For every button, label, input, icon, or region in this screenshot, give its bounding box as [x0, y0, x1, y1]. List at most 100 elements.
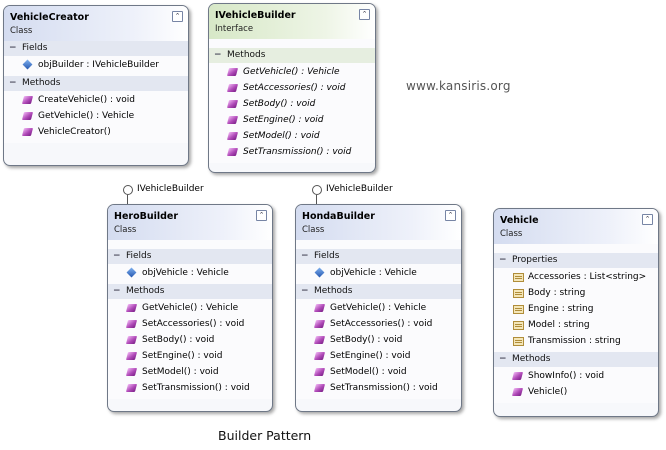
method-item[interactable]: SetAccessories() : void	[296, 316, 461, 332]
method-icon	[313, 336, 326, 344]
property-item[interactable]: Transmission : string	[494, 333, 658, 349]
property-icon	[513, 289, 524, 298]
field-item[interactable]: objVehicle : Vehicle	[296, 265, 461, 281]
collapse-icon[interactable]: ⌃	[256, 210, 267, 221]
methods-header[interactable]: − Methods	[108, 284, 272, 299]
ivehicle-builder-interface[interactable]: IVehicleBuilder Interface ⌃ − Methods Ge…	[208, 3, 376, 173]
collapse-icon[interactable]: ⌃	[172, 11, 183, 22]
method-icon	[226, 132, 239, 140]
fields-header[interactable]: − Fields	[296, 249, 461, 264]
interface-lollipop-icon	[123, 185, 133, 195]
collapse-icon[interactable]: ⌃	[445, 210, 456, 221]
method-item[interactable]: CreateVehicle() : void	[4, 92, 188, 108]
method-item[interactable]: Vehicle()	[494, 384, 658, 400]
method-icon	[21, 96, 34, 104]
class-name: IVehicleBuilder	[215, 10, 296, 21]
method-item[interactable]: SetModel() : void	[209, 128, 375, 144]
method-item[interactable]: SetAccessories() : void	[209, 80, 375, 96]
method-item[interactable]: GetVehicle() : Vehicle	[4, 108, 188, 124]
method-item[interactable]: SetBody() : void	[108, 332, 272, 348]
methods-section: − Methods GetVehicle() : Vehicle SetAcce…	[108, 284, 272, 399]
collapse-section-icon[interactable]: −	[9, 78, 17, 88]
method-item[interactable]: ShowInfo() : void	[494, 368, 658, 384]
honda-builder-class[interactable]: HondaBuilder Class ⌃ − Fields objVehicle…	[295, 204, 462, 412]
method-item[interactable]: SetBody() : void	[209, 96, 375, 112]
vehicle-class[interactable]: Vehicle Class ⌃ − Properties Accessories…	[493, 208, 659, 417]
method-icon	[511, 388, 524, 396]
fields-label: Fields	[22, 43, 48, 53]
method-item[interactable]: GetVehicle() : Vehicle	[296, 300, 461, 316]
method-item[interactable]: SetTransmission() : void	[296, 380, 461, 396]
class-header: Vehicle Class ⌃	[494, 209, 658, 244]
collapse-section-icon[interactable]: −	[301, 251, 309, 261]
field-item[interactable]: objVehicle : Vehicle	[108, 265, 272, 281]
method-item[interactable]: SetEngine() : void	[209, 112, 375, 128]
property-icon	[513, 273, 524, 282]
method-icon	[313, 368, 326, 376]
collapse-section-icon[interactable]: −	[9, 43, 17, 53]
method-item[interactable]: SetModel() : void	[108, 364, 272, 380]
collapse-icon[interactable]: ⌃	[642, 214, 653, 225]
field-item[interactable]: objBuilder : IVehicleBuilder	[4, 57, 188, 73]
class-stereotype: Class	[114, 225, 137, 235]
method-item[interactable]: SetEngine() : void	[296, 348, 461, 364]
class-header: HeroBuilder Class ⌃	[108, 205, 272, 240]
method-item[interactable]: VehicleCreator()	[4, 124, 188, 140]
class-header: HondaBuilder Class ⌃	[296, 205, 461, 240]
fields-header[interactable]: − Fields	[4, 41, 188, 56]
collapse-section-icon[interactable]: −	[113, 286, 121, 296]
methods-header[interactable]: − Methods	[4, 76, 188, 91]
collapse-section-icon[interactable]: −	[113, 251, 121, 261]
property-item[interactable]: Model : string	[494, 317, 658, 333]
field-icon	[22, 59, 33, 70]
method-icon	[226, 84, 239, 92]
property-item[interactable]: Body : string	[494, 285, 658, 301]
methods-section: − Methods GetVehicle() : Vehicle SetAcce…	[296, 284, 461, 399]
method-icon	[226, 100, 239, 108]
class-name: HondaBuilder	[302, 211, 375, 222]
fields-section: − Fields objVehicle : Vehicle	[108, 249, 272, 284]
method-item[interactable]: GetVehicle() : Vehicle	[209, 64, 375, 80]
methods-header[interactable]: − Methods	[209, 48, 375, 63]
methods-label: Methods	[126, 286, 165, 296]
implements-label: IVehicleBuilder	[137, 184, 204, 194]
properties-section: − Properties Accessories : List<string> …	[494, 253, 658, 352]
method-icon	[125, 336, 138, 344]
fields-header[interactable]: − Fields	[108, 249, 272, 264]
properties-header[interactable]: − Properties	[494, 253, 658, 268]
method-item[interactable]: SetEngine() : void	[108, 348, 272, 364]
method-item[interactable]: SetTransmission() : void	[108, 380, 272, 396]
field-icon	[126, 267, 137, 278]
fields-section: − Fields objBuilder : IVehicleBuilder	[4, 41, 188, 76]
method-item[interactable]: SetAccessories() : void	[108, 316, 272, 332]
property-icon	[513, 321, 524, 330]
methods-section: − Methods ShowInfo() : void Vehicle()	[494, 352, 658, 403]
method-icon	[125, 304, 138, 312]
methods-section: − Methods CreateVehicle() : void GetVehi…	[4, 76, 188, 143]
method-item[interactable]: SetBody() : void	[296, 332, 461, 348]
class-name: Vehicle	[500, 215, 539, 226]
vehicle-creator-class[interactable]: VehicleCreator Class ⌃ − Fields objBuild…	[3, 5, 189, 166]
collapse-icon[interactable]: ⌃	[359, 9, 370, 20]
collapse-section-icon[interactable]: −	[301, 286, 309, 296]
method-icon	[226, 116, 239, 124]
method-icon	[125, 352, 138, 360]
property-item[interactable]: Accessories : List<string>	[494, 269, 658, 285]
hero-builder-class[interactable]: HeroBuilder Class ⌃ − Fields objVehicle …	[107, 204, 273, 412]
class-name: HeroBuilder	[114, 211, 179, 222]
class-stereotype: Class	[10, 26, 33, 36]
implements-label: IVehicleBuilder	[326, 184, 393, 194]
collapse-section-icon[interactable]: −	[499, 354, 507, 364]
methods-header[interactable]: − Methods	[296, 284, 461, 299]
methods-header[interactable]: − Methods	[494, 352, 658, 367]
class-header: IVehicleBuilder Interface ⌃	[209, 4, 375, 39]
method-item[interactable]: GetVehicle() : Vehicle	[108, 300, 272, 316]
class-header: VehicleCreator Class ⌃	[4, 6, 188, 41]
method-item[interactable]: SetModel() : void	[296, 364, 461, 380]
collapse-section-icon[interactable]: −	[499, 255, 507, 265]
fields-label: Fields	[126, 251, 152, 261]
property-icon	[513, 337, 524, 346]
collapse-section-icon[interactable]: −	[214, 50, 222, 60]
property-item[interactable]: Engine : string	[494, 301, 658, 317]
method-item[interactable]: SetTransmission() : void	[209, 144, 375, 160]
